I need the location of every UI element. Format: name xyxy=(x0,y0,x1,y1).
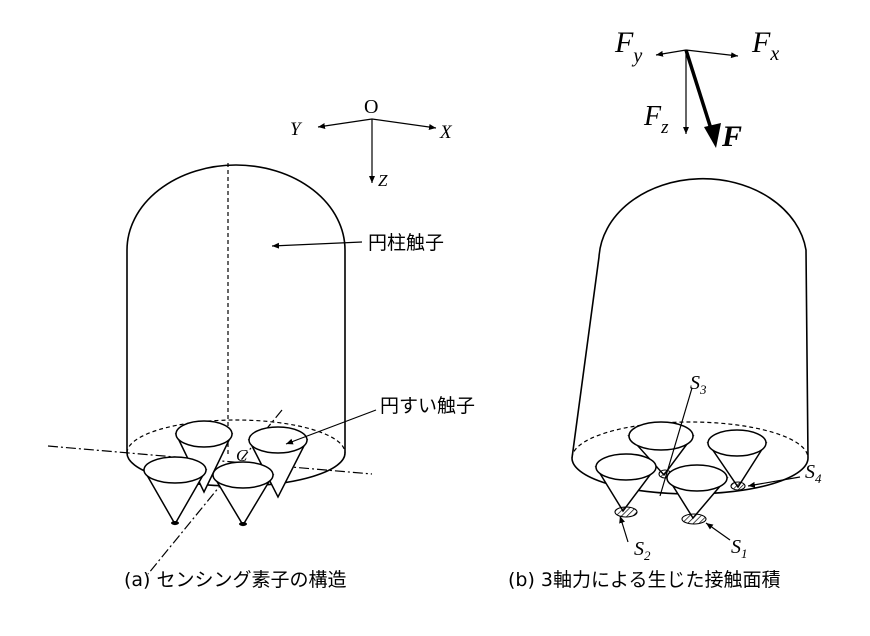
force-vectors: Fy Fx Fz F xyxy=(614,26,779,153)
cone-b-back-right xyxy=(706,429,768,491)
y-reference-line xyxy=(147,409,283,575)
cone-back-right xyxy=(247,426,309,499)
s3-leader xyxy=(659,387,693,497)
origin-label: O xyxy=(364,96,378,118)
base-hidden-edge xyxy=(126,419,346,454)
s1-leader xyxy=(705,522,731,541)
f-label: F xyxy=(721,120,742,153)
z-axis-label: Z xyxy=(378,171,388,190)
caption-b: (b) 3軸力による生じた接触面積 xyxy=(508,569,780,591)
fy-label: Fy xyxy=(614,26,642,67)
s1-label: S1 xyxy=(731,536,748,561)
fy-arrow xyxy=(655,49,687,57)
tilted-cylinder-outline xyxy=(571,177,809,495)
contact-area-s4 xyxy=(730,481,746,491)
cone-back-left xyxy=(174,420,234,494)
tilted-base-hidden-edge xyxy=(571,421,809,459)
s2-leader xyxy=(619,515,629,543)
cone-b-front-left xyxy=(594,453,658,518)
s4-label: S4 xyxy=(805,461,822,486)
cone-front-left xyxy=(142,456,208,526)
left-panel: O X Y Z xyxy=(47,96,475,591)
x-axis-label: X xyxy=(439,122,453,143)
caption-a: (a) センシング素子の構造 xyxy=(124,569,347,591)
coordinate-axes: O X Y Z xyxy=(290,96,453,190)
y-axis-arrow xyxy=(317,118,373,129)
f-arrow-shaft xyxy=(684,49,714,133)
cone-label: 円すい触子 xyxy=(380,395,475,417)
center-label: C xyxy=(236,446,248,465)
s2-label: S2 xyxy=(634,538,651,563)
contact-area-s2 xyxy=(614,506,638,518)
cone-label-arrow xyxy=(285,409,377,445)
cone-b-back-left xyxy=(627,421,695,479)
cylinder-label-arrow xyxy=(271,241,363,249)
f-arrow-head xyxy=(704,123,721,148)
fx-arrow xyxy=(685,49,739,59)
right-panel: Fy Fx Fz F xyxy=(508,26,822,591)
cone-front-right xyxy=(211,461,275,527)
s3-label: S3 xyxy=(690,372,707,397)
cylinder-outline xyxy=(126,164,346,487)
cylinder-label: 円柱触子 xyxy=(368,232,444,254)
cone-b-front-right xyxy=(666,464,729,525)
x-axis-arrow xyxy=(371,118,437,130)
s4-leader xyxy=(747,476,801,488)
fz-label: Fz xyxy=(643,101,669,138)
fx-label: Fx xyxy=(751,26,779,65)
y-axis-label: Y xyxy=(290,119,303,140)
contact-area-s1 xyxy=(681,513,707,525)
